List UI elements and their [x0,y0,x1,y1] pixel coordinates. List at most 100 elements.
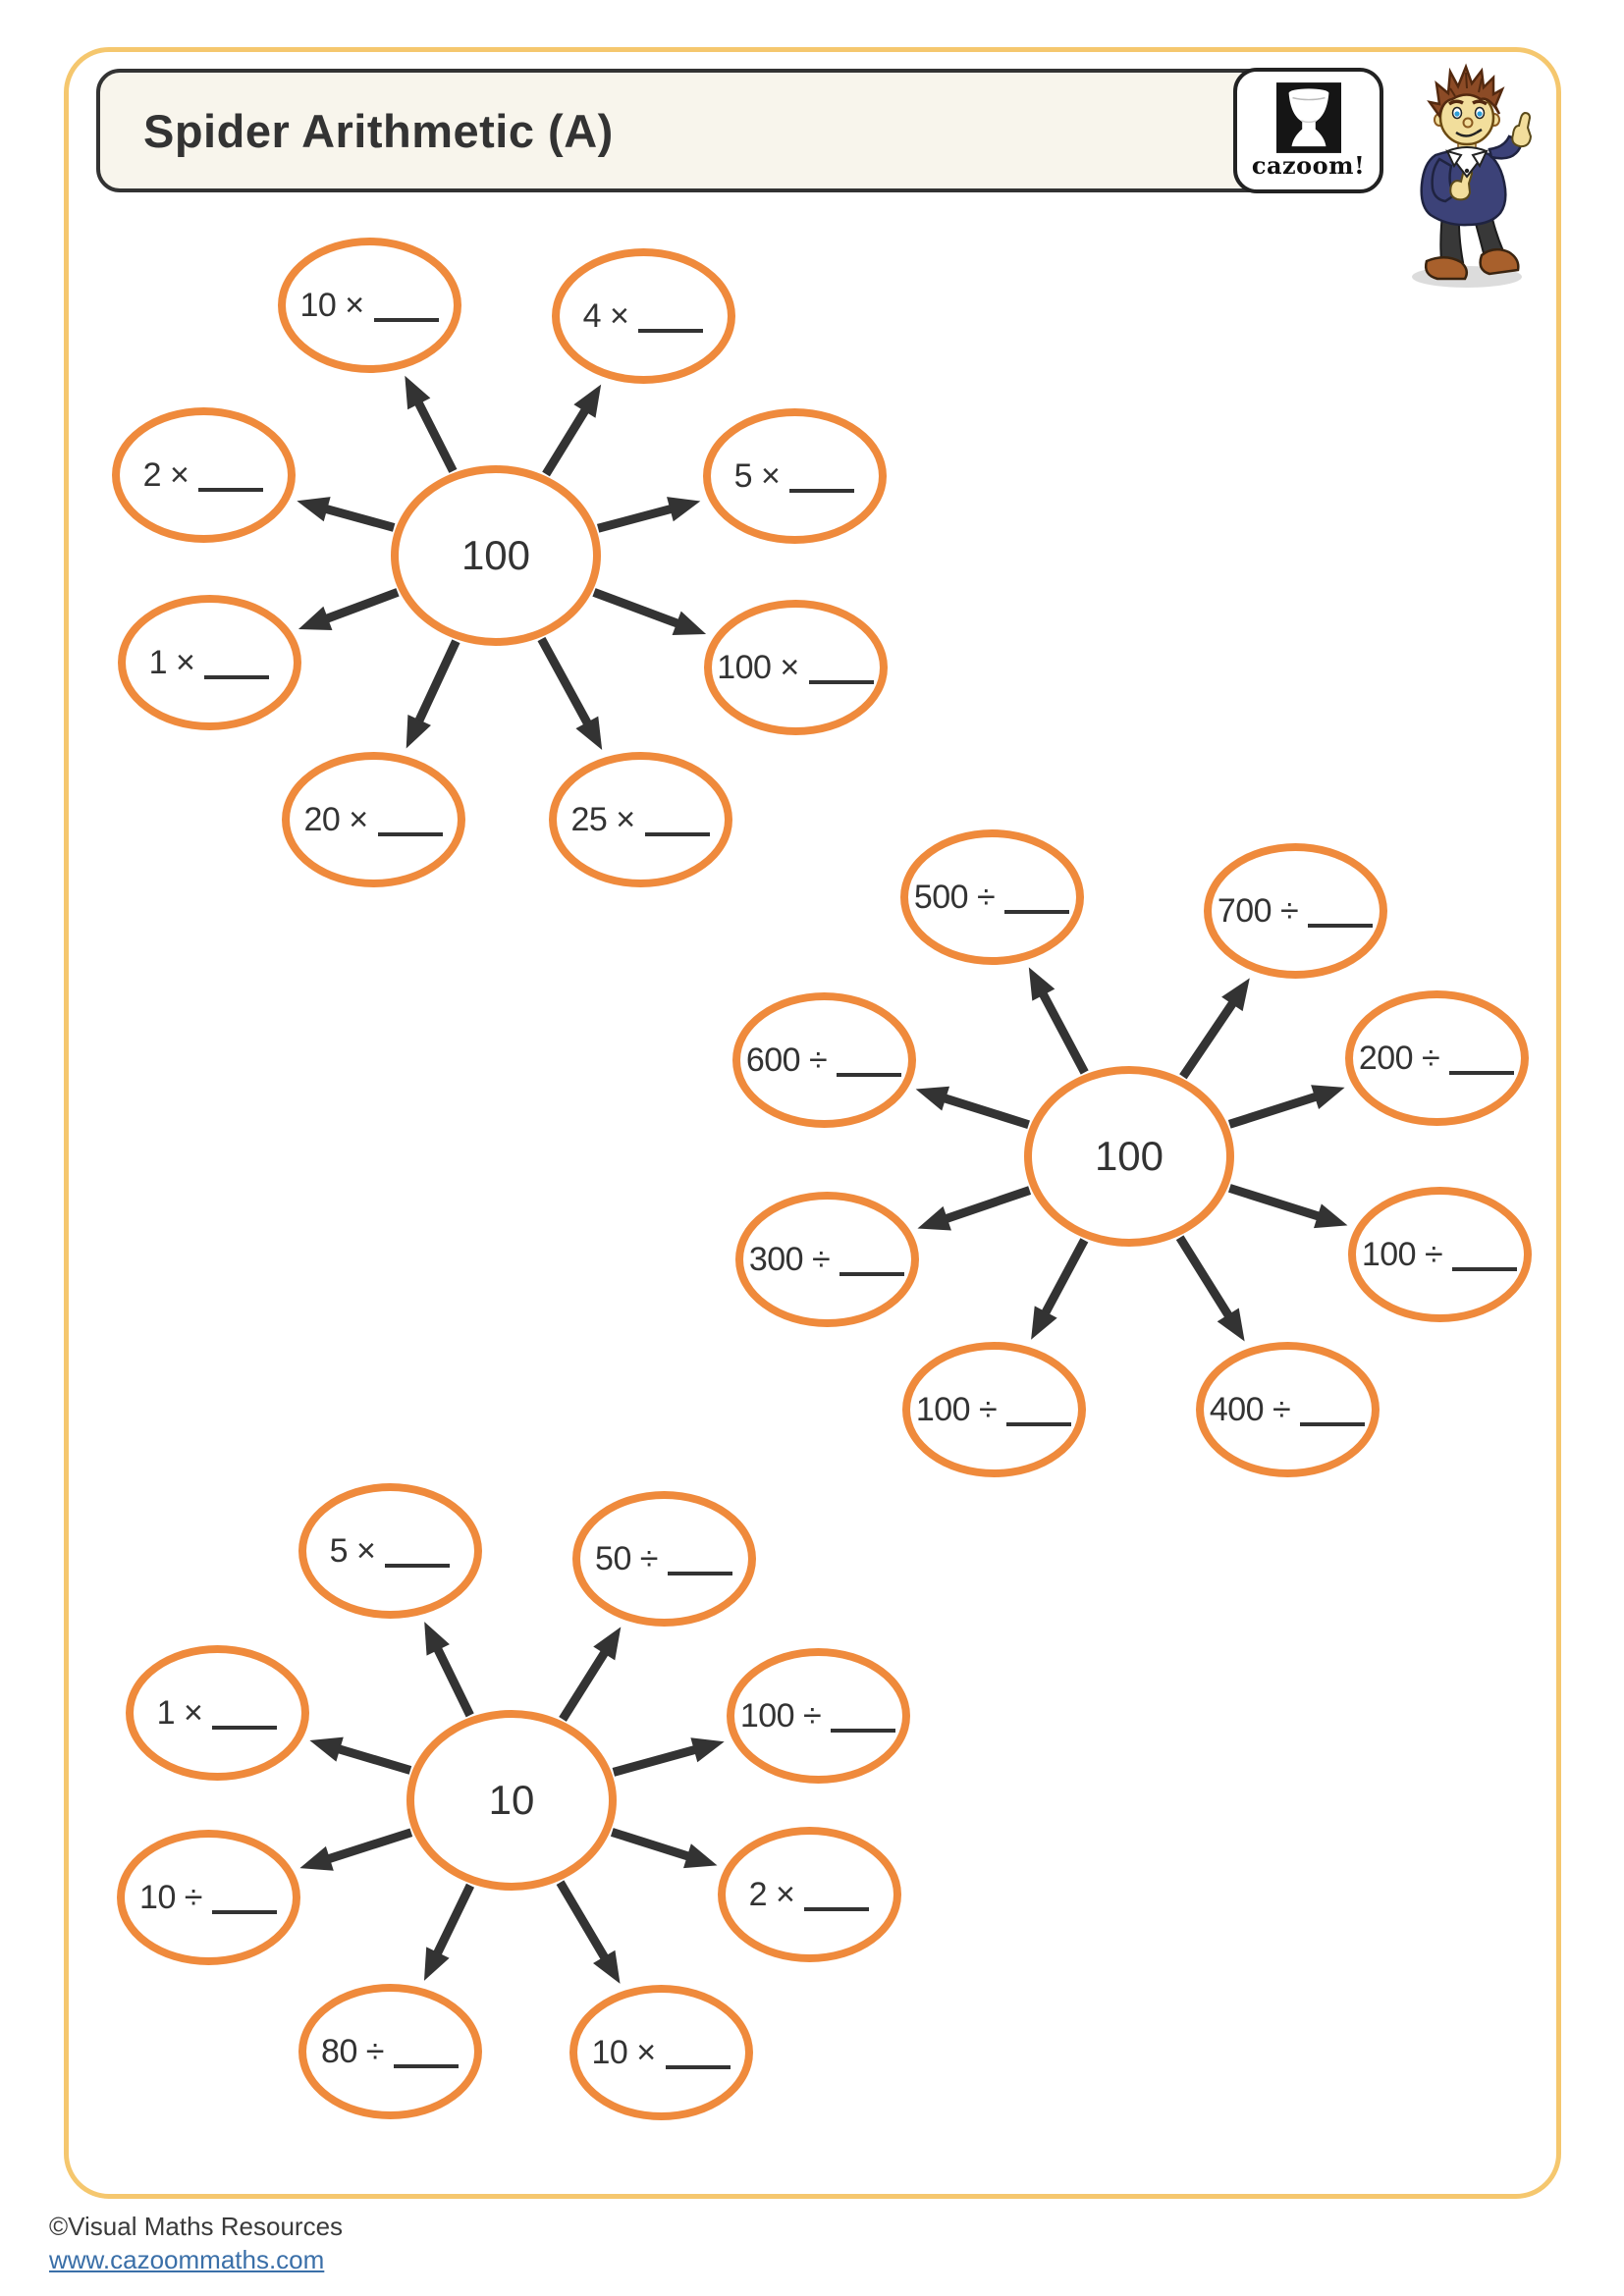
spider-node-label: 4 × [582,296,629,335]
spider-arrow [432,1883,475,1958]
spider-node-label: 2 × [748,1875,795,1913]
spider-arrowhead [667,497,701,522]
spider-node-label: 1 × [148,643,195,681]
spider-arrow [1179,998,1238,1080]
answer-blank-line [804,1903,870,1911]
spider-node-oval: 1 × [117,595,301,730]
spider-node-oval: 600 ÷ [731,992,916,1128]
answer-blank-line [373,314,439,322]
answer-blank-line [1449,1067,1515,1075]
spider-node-label: 5 × [733,456,781,495]
answer-blank-line [667,1568,732,1575]
spider-arrow [559,1647,611,1722]
spider-node-oval: 50 ÷ [571,1491,756,1627]
spider-arrowhead [573,384,602,418]
mascot-boy-illustration [1412,63,1533,288]
spider-node-label: 50 ÷ [595,1539,658,1577]
spider-arrowhead [424,1622,450,1656]
answer-blank-line [1308,920,1374,928]
spider-node-oval: 10 ÷ [116,1830,300,1965]
spider-arrow [324,1828,413,1864]
spider-arrow [592,588,682,629]
spider-arrowhead [690,1737,725,1763]
spider-arrow [610,1828,693,1862]
spider-arrow [432,1644,474,1718]
spider-node-oval: 25 × [548,752,732,887]
spider-arrow [542,405,591,477]
spider-arrow [322,504,396,532]
page-title: Spider Arithmetic (A) [143,104,614,157]
spider-arrowhead [1314,1203,1348,1229]
spider-node-label: 2 × [142,455,189,494]
spider-center-value: 100 [460,532,531,578]
answer-blank-line [839,1268,905,1276]
spider-node-oval: 10 × [568,1985,753,2120]
spider-arrow [940,1093,1030,1130]
spider-node-label: 5 × [329,1531,376,1570]
logo-wordmark: cazoom! [1251,151,1366,180]
answer-blank-line [393,2060,459,2068]
answer-blank-line [212,1722,278,1730]
spider-node-oval: 400 ÷ [1195,1342,1380,1477]
spider-arrow [1040,1238,1089,1318]
spider-node-label: 500 ÷ [913,878,996,916]
answer-blank-line [1004,906,1070,914]
spider-node-oval: 2 × [111,407,296,543]
spider-node-label: 200 ÷ [1358,1039,1440,1077]
spider-node-oval: 10 × [277,238,461,373]
answer-blank-line [1006,1418,1072,1426]
spider-arrowhead [575,716,603,750]
header: Spider Arithmetic (A) [96,69,1372,192]
spider-arrowhead [297,497,331,522]
spider-center-value: 10 [488,1777,535,1823]
spider-arrow [1227,1092,1321,1129]
spider-arrowhead [298,606,333,631]
answer-blank-line [204,671,270,679]
answer-blank-line [1300,1418,1366,1426]
footer-copyright: ©Visual Maths Resources [49,2212,344,2241]
spider-arrowhead [917,1205,951,1231]
spider-center-oval: 100 [391,465,601,646]
answer-blank-line [385,1560,451,1568]
spider-arrowhead [915,1086,950,1111]
spider-arrow [942,1186,1032,1224]
page-border [64,47,1561,2199]
spider-node-label: 10 × [591,2033,656,2071]
answer-blank-line [638,325,704,333]
spider-node-oval: 100 ÷ [726,1648,910,1784]
spider-node-oval: 5 × [702,408,887,544]
spider-node-label: 300 ÷ [748,1240,831,1278]
spider-node-oval: 700 ÷ [1203,843,1387,979]
spider-arrowhead [593,1627,622,1661]
answer-blank-line [789,485,855,493]
footer: ©Visual Maths Resources www.cazoommaths.… [49,2212,343,2275]
spider-arrow [1175,1235,1234,1321]
footer-link[interactable]: www.cazoommaths.com [49,2245,325,2275]
spider-arrowhead [423,1947,450,1981]
spider-arrowhead [299,1845,334,1871]
spider-arrow [322,588,400,624]
spider-arrowhead [672,611,707,635]
spider-node-oval: 1 × [125,1645,309,1781]
spider-node-label: 700 ÷ [1217,891,1299,930]
spider-node-label: 1 × [156,1693,203,1732]
spider-arrow [596,504,676,533]
spider-arrow [556,1880,611,1963]
answer-blank-line [831,1725,896,1733]
answer-blank-line [1452,1263,1518,1271]
spider-node-oval: 5 × [298,1483,482,1619]
answer-blank-line [837,1069,902,1077]
cazoom-drum-icon [1275,82,1341,153]
spider-node-oval: 100 ÷ [1347,1187,1532,1322]
spider-node-label: 20 × [303,800,368,838]
answer-blank-line [211,1906,277,1914]
spider-arrow [413,639,460,725]
answer-blank-line [665,2061,731,2069]
spider-arrowhead [406,714,431,749]
cazoom-logo: cazoom! [1233,68,1383,193]
spider-arrowhead [1031,1306,1057,1340]
spider-node-label: 600 ÷ [745,1041,828,1079]
spider-node-oval: 20 × [281,752,465,887]
spider-arrowhead [405,375,431,410]
spider-center-value: 100 [1094,1133,1164,1179]
